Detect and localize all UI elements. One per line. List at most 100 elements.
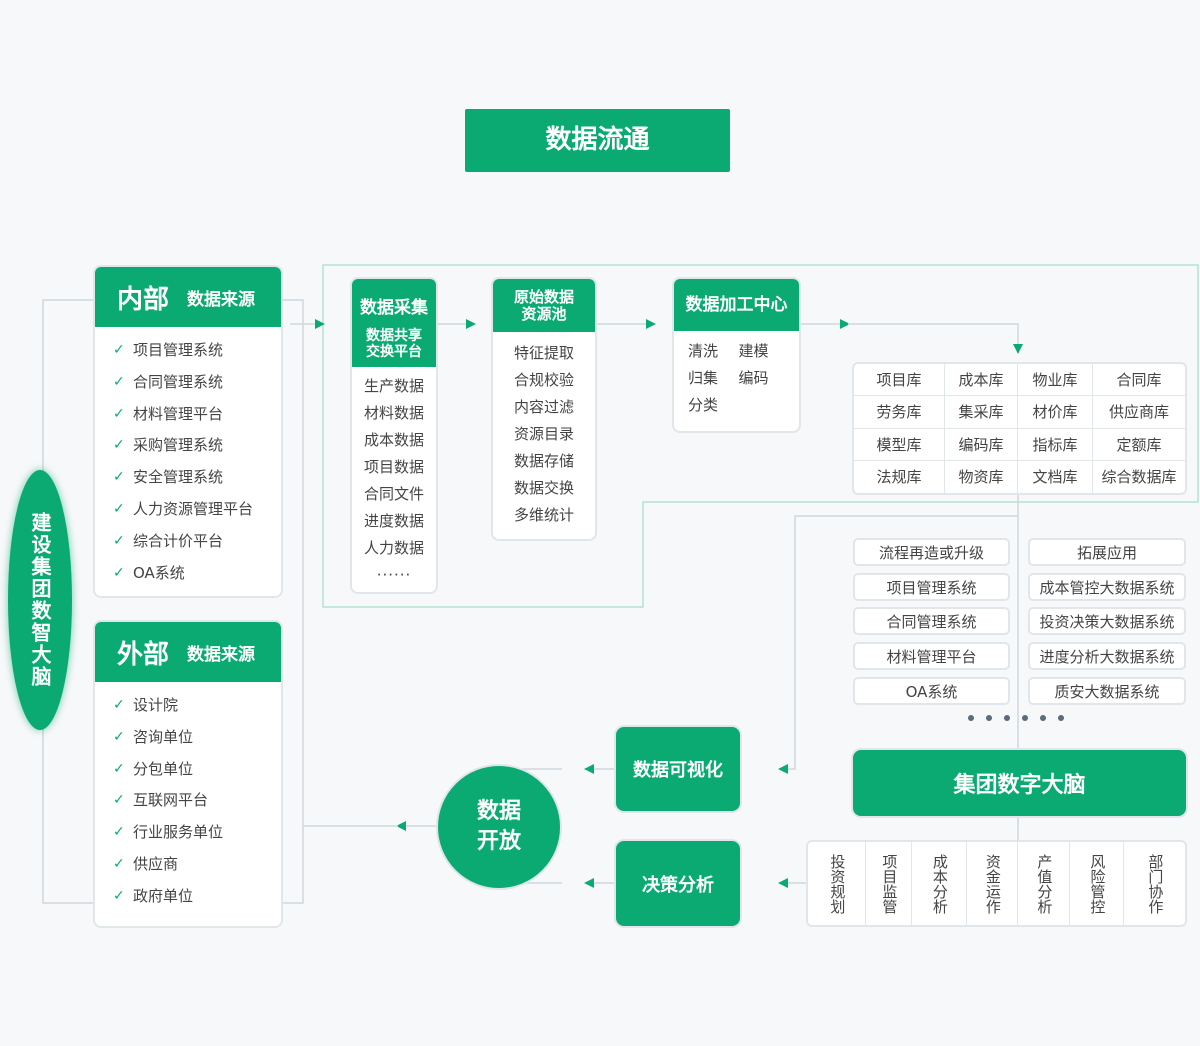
internal-source-header: 内部 数据来源: [95, 267, 281, 327]
collection-subtitle: 数据共享 交换平台: [366, 328, 422, 360]
list-item: ✓材料管理平台: [113, 399, 281, 431]
external-source-card: 外部 数据来源 ✓设计院✓咨询单位✓分包单位✓互联网平台✓行业服务单位✓供应商✓…: [93, 620, 283, 928]
process-system-pill: 合同管理系统: [853, 607, 1010, 635]
processing-grid: 清洗建模归集编码分类: [674, 331, 799, 417]
list-item: 合同文件: [363, 485, 424, 503]
library-cell: 供应商库: [1093, 396, 1185, 429]
process-step: 编码: [738, 369, 769, 387]
processing-card: 数据加工中心 清洗建模归集编码分类: [672, 277, 801, 433]
library-cell: 集采库: [945, 396, 1018, 429]
external-source-header: 外部 数据来源: [95, 622, 281, 682]
list-item: 数据交换: [513, 479, 574, 497]
page-title: 数据流通: [465, 109, 730, 172]
list-item: 成本数据: [363, 431, 424, 449]
external-source-subtitle: 数据来源: [187, 644, 256, 665]
analysis-cell: 部门协作: [1146, 853, 1165, 914]
check-icon: ✓: [113, 532, 125, 549]
list-item-label: 项目管理系统: [133, 341, 224, 359]
list-item-label: OA系统: [133, 563, 185, 582]
list-item-label: 互联网平台: [133, 791, 209, 810]
library-grid: 项目库成本库物业库合同库劳务库集采库材价库供应商库模型库编码库指标库定额库法规库…: [852, 362, 1187, 495]
external-source-list: ✓设计院✓咨询单位✓分包单位✓互联网平台✓行业服务单位✓供应商✓政府单位: [95, 682, 281, 913]
process-system-pill: 流程再造或升级: [853, 538, 1010, 566]
pool-card: 原始数据 资源池 特征提取合规校验内容过滤资源目录数据存储数据交换多维统计: [491, 277, 597, 541]
list-item: ✓ 咨询单位: [113, 722, 281, 754]
list-item: ✓ 分包单位: [113, 754, 281, 786]
list-item-label: 采购管理系统: [133, 436, 224, 455]
list-item-label: 咨询单位: [133, 727, 194, 746]
list-item: ✓ 人力资源管理平台: [113, 494, 281, 526]
collection-header: 数据采集 数据共享 交换平台: [352, 279, 436, 367]
internal-source-subtitle: 数据来源: [187, 289, 256, 310]
check-icon: ✓: [113, 469, 125, 486]
open-data-label: 数据 开放: [476, 799, 521, 854]
library-cell: 项目库: [854, 364, 945, 397]
decision-box: 决策分析: [616, 841, 740, 926]
process-system-pill: 项目管理系统: [853, 573, 1010, 601]
list-item: ······: [376, 566, 412, 584]
analysis-cell: 风险管控: [1070, 842, 1124, 925]
ellipsis-dot: [986, 715, 992, 721]
visualization-box: 数据可视化: [616, 727, 740, 811]
check-icon: ✓: [113, 728, 125, 745]
list-item: ✓ 设计院: [113, 690, 281, 722]
list-item: ✓安全管理系统: [113, 462, 281, 494]
list-item: ✓ 综合计价平台: [113, 526, 281, 558]
extended-app-pill: 进度分析大数据系统: [1028, 642, 1186, 670]
analysis-cell: 产值分析: [1018, 842, 1070, 925]
list-item-label: 分包单位: [133, 759, 194, 778]
analysis-cell: 成本分析: [912, 842, 967, 925]
list-item: 合规校验: [513, 371, 574, 389]
library-cell: 法规库: [854, 460, 945, 493]
ellipsis-dot: [1004, 715, 1010, 721]
extended-app-pill: 成本管控大数据系统: [1028, 573, 1186, 601]
list-item: 资源目录: [513, 425, 574, 443]
extended-app-pill: 质安大数据系统: [1028, 677, 1186, 705]
external-source-title: 外部: [117, 639, 170, 670]
list-item-label: 设计院: [133, 696, 179, 714]
analysis-cell: 资金运作: [967, 842, 1018, 925]
ellipsis-dot: [1022, 715, 1028, 721]
library-cell: 综合数据库: [1101, 468, 1177, 487]
process-system-pill: OA系统: [853, 677, 1010, 705]
list-item-label: 行业服务单位: [133, 823, 224, 842]
list-item-label: 供应商: [133, 854, 179, 873]
check-icon: ✓: [113, 564, 125, 581]
check-icon: ✓: [113, 342, 125, 358]
list-item: 项目数据: [363, 458, 424, 476]
list-item: 特征提取: [513, 344, 574, 362]
library-cell: 模型库: [854, 428, 945, 461]
collection-title: 数据采集: [360, 298, 428, 318]
process-step: 建模: [738, 342, 769, 360]
list-item: 多维统计: [513, 506, 574, 524]
library-cell: 劳务库: [854, 396, 945, 429]
check-icon: ✓: [113, 697, 125, 713]
list-item: ✓ OA系统: [113, 558, 281, 590]
list-item: ✓ 项目管理系统: [113, 335, 281, 367]
list-item: ✓互联网平台: [113, 785, 281, 817]
pool-title: 原始数据 资源池: [493, 279, 595, 332]
internal-source-card: 内部 数据来源 ✓项目管理系统✓合同管理系统✓材料管理平台✓采购管理系统✓安全管…: [93, 265, 283, 598]
list-item: ✓合同管理系统: [113, 367, 281, 399]
internal-source-title: 内部: [117, 284, 170, 315]
list-item: 生产数据: [363, 377, 424, 395]
list-item: ✓ 采购管理系统: [113, 430, 281, 462]
check-icon: ✓: [113, 437, 125, 454]
library-cell: 定额库: [1093, 429, 1185, 461]
list-item-label: 人力资源管理平台: [133, 499, 254, 518]
list-item-label: 综合计价平台: [133, 531, 224, 550]
library-cell: 物业库: [1018, 364, 1093, 397]
ellipsis-dot: [1040, 715, 1046, 721]
check-icon: ✓: [113, 500, 125, 517]
analysis-cell: 投资规划: [808, 842, 866, 925]
check-icon: ✓: [113, 760, 125, 777]
process-step: 清洗: [688, 342, 719, 360]
list-item: 数据存储: [513, 452, 574, 470]
process-step: 归集: [688, 369, 719, 387]
pool-list: 特征提取合规校验内容过滤资源目录数据存储数据交换多维统计: [493, 332, 595, 529]
internal-source-list: ✓项目管理系统✓合同管理系统✓材料管理平台✓采购管理系统✓安全管理系统✓人力资源…: [95, 327, 281, 589]
ellipsis-dot: [968, 715, 974, 721]
check-icon: ✓: [113, 405, 125, 422]
list-item: ✓行业服务单位: [113, 817, 281, 849]
group-brain-box: 集团数字大脑: [853, 750, 1186, 816]
